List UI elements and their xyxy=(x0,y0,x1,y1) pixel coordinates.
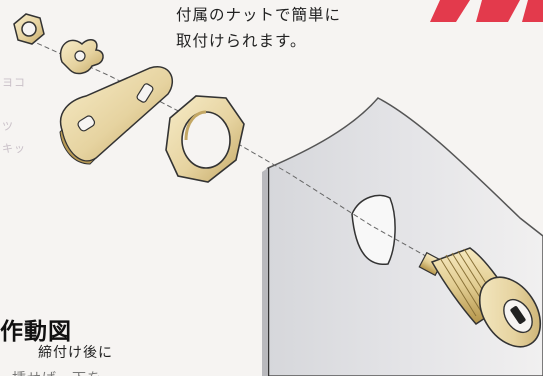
assembly-axis-line xyxy=(29,39,441,265)
panel-cutout-hole xyxy=(351,194,396,266)
truncated-text-line: 挿せば…下を xyxy=(12,368,102,376)
red-logo-fragment xyxy=(430,0,543,22)
product-caption: 付属のナットで簡単に取付けられます。 xyxy=(176,2,341,54)
large-hex-nut xyxy=(165,95,245,183)
bleed-through-text: ヨコ xyxy=(2,76,26,89)
bleed-through-text: ツ xyxy=(2,120,14,133)
caption-line-2: 取付けられます。 xyxy=(176,32,307,50)
section-heading: 作動図 xyxy=(0,319,72,345)
keyhole-icon xyxy=(510,306,526,324)
section-note: 締付け後に xyxy=(38,345,113,361)
caption-line-1: 付属のナットで簡単に xyxy=(176,6,342,24)
lock-cylinder xyxy=(418,247,542,348)
bleed-through-text: キッ xyxy=(2,142,26,155)
cam-plate xyxy=(59,66,173,165)
spring-clip xyxy=(59,39,104,75)
small-hex-nut xyxy=(13,13,45,45)
